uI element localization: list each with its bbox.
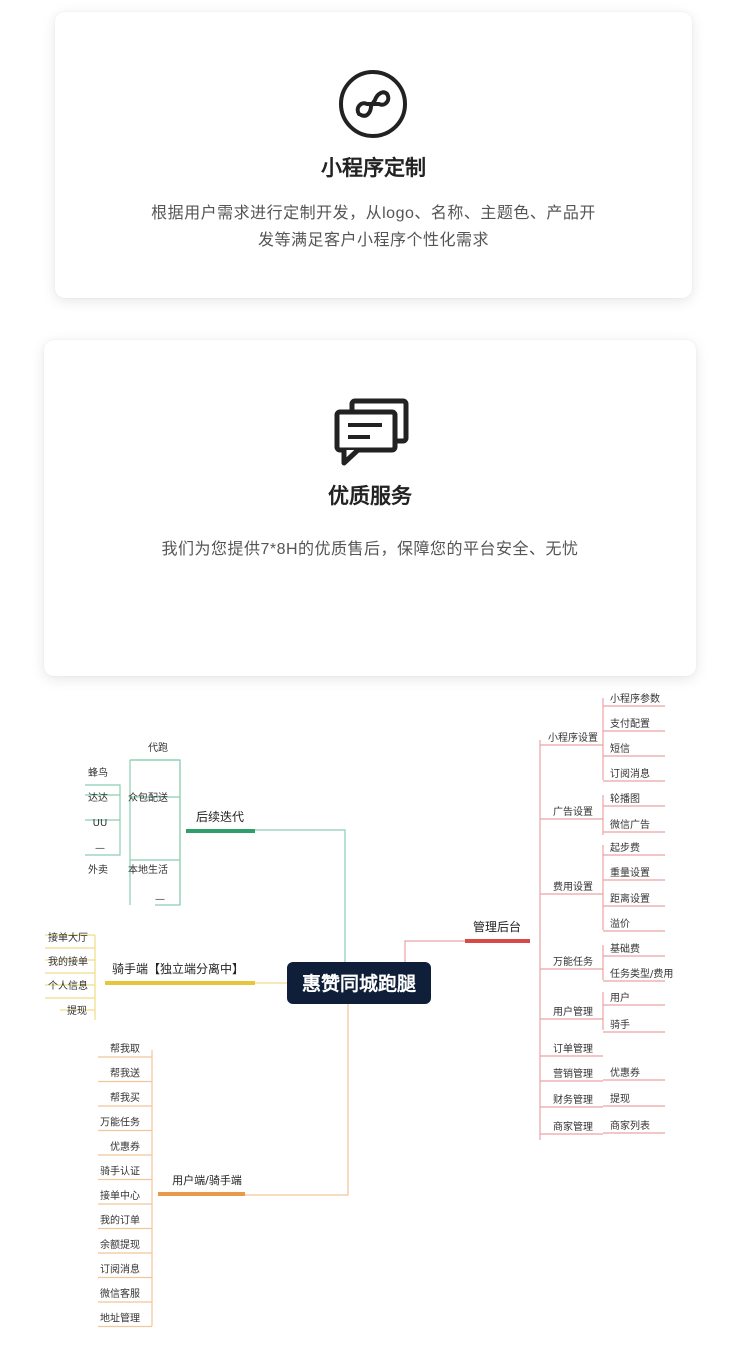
card-description: 根据用户需求进行定制开发，从logo、名称、主题色、产品开 发等满足客户小程序个…: [85, 200, 662, 254]
mindmap-leaf: UU: [93, 818, 108, 829]
mindmap-leaf: 优惠券: [610, 1066, 640, 1079]
mindmap-leaf: 个人信息: [48, 979, 88, 992]
mindmap-center-node: 惠赞同城跑腿: [287, 962, 431, 1004]
mindmap-leaf: 帮我取: [110, 1043, 140, 1055]
mindmap-leaf: 外卖: [88, 864, 108, 876]
mindmap-leaf: 用户: [610, 991, 630, 1004]
feature-card-service: 优质服务 我们为您提供7*8H的优质售后，保障您的平台安全、无忧: [44, 340, 696, 676]
mindmap-node: 商家管理: [553, 1120, 593, 1133]
mindmap-leaf: —: [95, 843, 105, 854]
mindmap-leaf: 商家列表: [610, 1119, 650, 1132]
miniprogram-logo-icon: [339, 70, 407, 138]
center-label: 惠赞同城跑腿: [302, 972, 416, 995]
mindmap-leaf: 小程序参数: [610, 692, 660, 705]
mindmap-leaf: 接单大厅: [48, 931, 88, 944]
mindmap-node: 众包配送: [128, 791, 168, 804]
mindmap-leaf: 订阅消息: [100, 1263, 140, 1276]
mindmap-leaf: 基础费: [610, 942, 640, 955]
mindmap-node: 订单管理: [553, 1042, 593, 1055]
mindmap-leaf: 支付配置: [610, 717, 650, 730]
mindmap-leaf: 距离设置: [610, 892, 650, 905]
mindmap-leaf: 万能任务: [100, 1116, 140, 1129]
card-description-line: 我们为您提供7*8H的优质售后，保障您的平台安全、无忧: [161, 541, 579, 558]
mindmap-node: 广告设置: [553, 805, 593, 818]
branch-iteration: [85, 759, 346, 962]
branch-label-iteration: 后续迭代: [196, 810, 244, 824]
mindmap-node: 代跑: [148, 741, 168, 754]
mindmap-leaf: 提现: [610, 1093, 630, 1105]
mindmap-leaf: 任务类型/费用: [610, 967, 673, 980]
branch-label-admin: 管理后台: [473, 919, 521, 934]
mindmap-leaf: 优惠券: [110, 1140, 140, 1153]
mindmap-leaf: 我的订单: [100, 1214, 140, 1227]
card-description: 我们为您提供7*8H的优质售后，保障您的平台安全、无忧: [64, 536, 676, 563]
mindmap-leaf: 轮播图: [610, 792, 640, 805]
mindmap-leaf: 提现: [67, 1005, 87, 1017]
branch-user-rider: [151, 1004, 349, 1326]
mindmap-leaf: 重量设置: [610, 866, 650, 879]
mindmap-leaf: 我的接单: [48, 955, 88, 968]
branch-label-rider: 骑手端【独立端分离中】: [112, 961, 244, 976]
mindmap-node: —: [155, 894, 165, 905]
mindmap-leaf: 帮我买: [110, 1092, 140, 1104]
mindmap-leaf: 蜂鸟: [88, 766, 108, 779]
mindmap-leaf: 骑手认证: [100, 1165, 140, 1178]
chat-bubbles-icon: [334, 398, 409, 466]
mindmap-leaf: 帮我送: [110, 1067, 140, 1080]
card-title: 优质服务: [328, 485, 412, 508]
mindmap-node: 财务管理: [553, 1093, 593, 1106]
branch-label-user-rider: 用户端/骑手端: [172, 1173, 242, 1187]
mindmap-node: 用户管理: [553, 1005, 593, 1018]
mindmap-leaf: 骑手: [610, 1018, 630, 1031]
mindmap-leaf: 地址管理: [100, 1312, 140, 1325]
mindmap-leaf: 溢价: [610, 917, 630, 930]
card-title: 小程序定制: [321, 157, 426, 180]
branch-admin: [404, 698, 604, 1140]
mindmap-node: 万能任务: [553, 955, 593, 968]
card-description-line: 发等满足客户小程序个性化需求: [257, 232, 489, 249]
mindmap-leaf: 起步费: [610, 841, 640, 854]
user-rider-items: 帮我取帮我送帮我买万能任务优惠券骑手认证接单中心我的订单余额提现订阅消息微信客服…: [98, 1043, 152, 1328]
mindmap-node: 费用设置: [553, 880, 593, 893]
card-description-line: 根据用户需求进行定制开发，从logo、名称、主题色、产品开: [151, 205, 596, 222]
feature-card-miniprogram: 小程序定制 根据用户需求进行定制开发，从logo、名称、主题色、产品开 发等满足…: [55, 12, 692, 298]
mindmap-leaf: 接单中心: [100, 1189, 140, 1202]
mindmap-leaf: 达达: [88, 792, 108, 804]
mindmap-leaf: 订阅消息: [610, 767, 650, 780]
branch-rider: [45, 934, 287, 1020]
mindmap-node: 营销管理: [553, 1067, 593, 1080]
mindmap-leaf: 短信: [610, 742, 630, 755]
mindmap-node: 本地生活: [128, 863, 168, 876]
mindmap-leaf: 余额提现: [100, 1238, 140, 1251]
feature-mind-map: 惠赞同城跑腿 后续迭代 代跑 众包配送 本地生活 — 蜂鸟 达达 UU — 外卖…: [45, 692, 673, 1328]
mindmap-leaf: 微信客服: [100, 1287, 140, 1300]
mindmap-leaf: 微信广告: [610, 818, 650, 831]
mindmap-node: 小程序设置: [548, 731, 598, 744]
